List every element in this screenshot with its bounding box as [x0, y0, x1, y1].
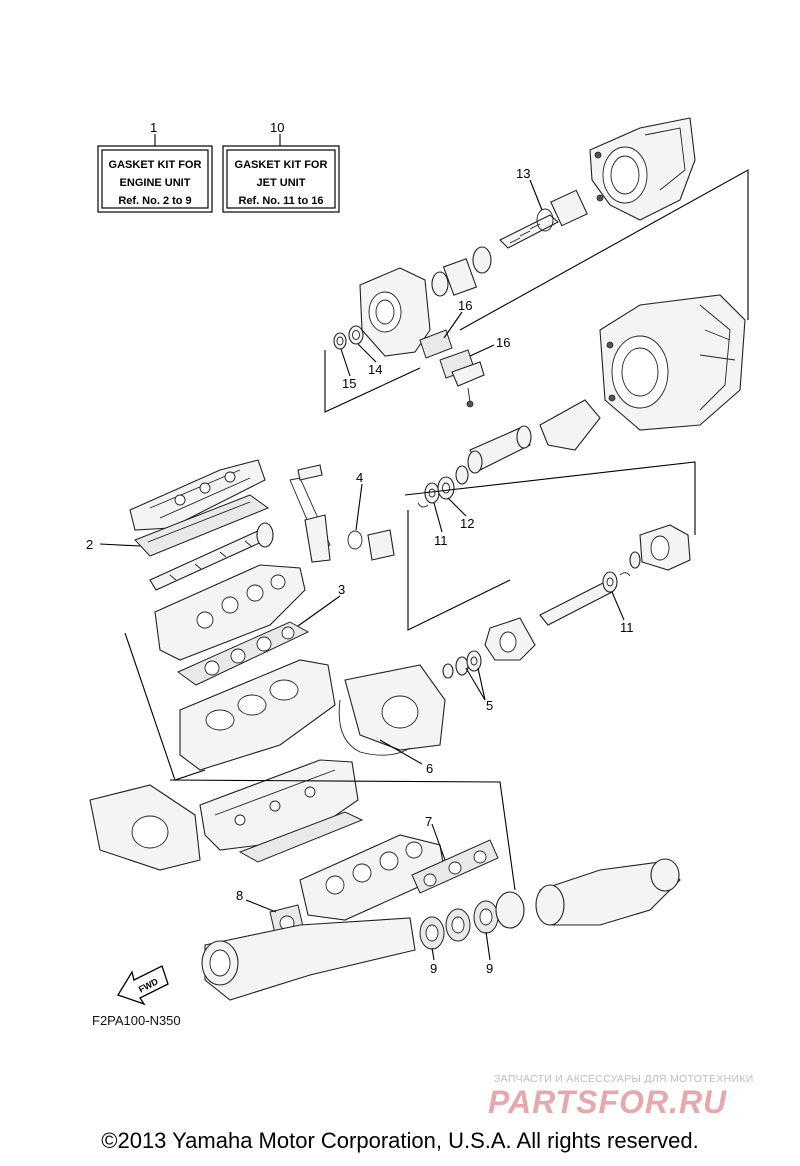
- crankcase-cover-gasket-6: [338, 664, 446, 756]
- crankcase: [199, 759, 359, 851]
- head-gasket-3: [177, 621, 310, 686]
- timing-chain: [289, 464, 331, 563]
- impeller-shaft-upper: [499, 189, 588, 249]
- callout-7: 7: [425, 814, 432, 829]
- cylinder-head: [154, 564, 306, 661]
- kit-jet-line3: Ref. No. 11 to 16: [239, 195, 324, 207]
- diagram-reference-code: F2PA100-N350: [92, 1013, 181, 1028]
- bearing-set-upper: [431, 246, 492, 297]
- jet-pump-housing: [599, 294, 746, 431]
- coupler-and-seals-5: [442, 617, 536, 679]
- callout-12: 12: [460, 516, 474, 531]
- callout-4: 4: [356, 470, 363, 485]
- kit-box-engine: 1 GASKET KIT FOR ENGINE UNIT Ref. No. 2 …: [97, 120, 213, 213]
- callout-numbers: 2 3 4 5 6 7 8 9 9 11 11 12 13 14 15 16 1…: [86, 166, 634, 976]
- callout-5: 5: [486, 698, 493, 713]
- callout-6: 6: [426, 761, 433, 776]
- kit-number-engine: 1: [150, 120, 157, 135]
- cylinder-head-cover: [129, 459, 266, 531]
- callout-16-upper: 16: [458, 298, 472, 313]
- tensioner-gasket-4: [347, 529, 395, 561]
- callout-16-lower: 16: [496, 335, 510, 350]
- callout-2: 2: [86, 537, 93, 552]
- intake-duct: [455, 399, 601, 485]
- forward-arrow-icon: FWD: [117, 965, 169, 1006]
- kit-jet-line2: JET UNIT: [257, 177, 306, 189]
- seal-13: [536, 208, 554, 232]
- assembly-outline-lines: [124, 169, 749, 891]
- kit-engine-line3: Ref. No. 2 to 9: [118, 195, 191, 207]
- callout-14: 14: [368, 362, 382, 377]
- callout-leaders: [99, 179, 625, 961]
- jet-cover: [359, 267, 431, 357]
- kit-engine-line2: ENGINE UNIT: [120, 177, 191, 189]
- drive-shaft-lower: [539, 524, 691, 626]
- exhaust-pipe: [201, 917, 416, 1001]
- callout-8: 8: [236, 888, 243, 903]
- seals-14-15: [333, 325, 364, 350]
- cylinder-block: [179, 659, 336, 771]
- watermark-logo: PARTSFOR.RU: [488, 1084, 728, 1120]
- kit-jet-line1: GASKET KIT FOR: [235, 159, 328, 171]
- callout-3: 3: [338, 582, 345, 597]
- watermark-subtitle: ЗАПЧАСТИ И АКСЕССУАРЫ ДЛЯ МОТОТЕХНИКИ: [494, 1073, 754, 1085]
- callout-11-lower: 11: [620, 620, 634, 635]
- copyright-notice: ©2013 Yamaha Motor Corporation, U.S.A. A…: [101, 1128, 699, 1153]
- water-box-hose: [535, 858, 681, 926]
- bearings-11-12-upper: [417, 476, 455, 508]
- kit-number-jet: 10: [270, 120, 284, 135]
- callout-9-left: 9: [430, 961, 437, 976]
- camshafts: [149, 522, 274, 591]
- head-cover-gasket-2: [134, 494, 270, 557]
- oil-pan-gasket: [238, 811, 364, 863]
- exhaust-gaskets-9: [419, 891, 525, 950]
- kit-box-jet: 10 GASKET KIT FOR JET UNIT Ref. No. 11 t…: [222, 120, 340, 213]
- jet-nozzle: [589, 117, 696, 221]
- callout-13: 13: [516, 166, 530, 181]
- callout-15: 15: [342, 376, 356, 391]
- front-cover: [89, 784, 201, 871]
- exhaust-gasket-7: [411, 839, 499, 894]
- gaskets-16: [419, 329, 485, 408]
- callout-9-right: 9: [486, 961, 493, 976]
- kit-engine-line1: GASKET KIT FOR: [109, 159, 202, 171]
- callout-11-upper: 11: [434, 533, 448, 548]
